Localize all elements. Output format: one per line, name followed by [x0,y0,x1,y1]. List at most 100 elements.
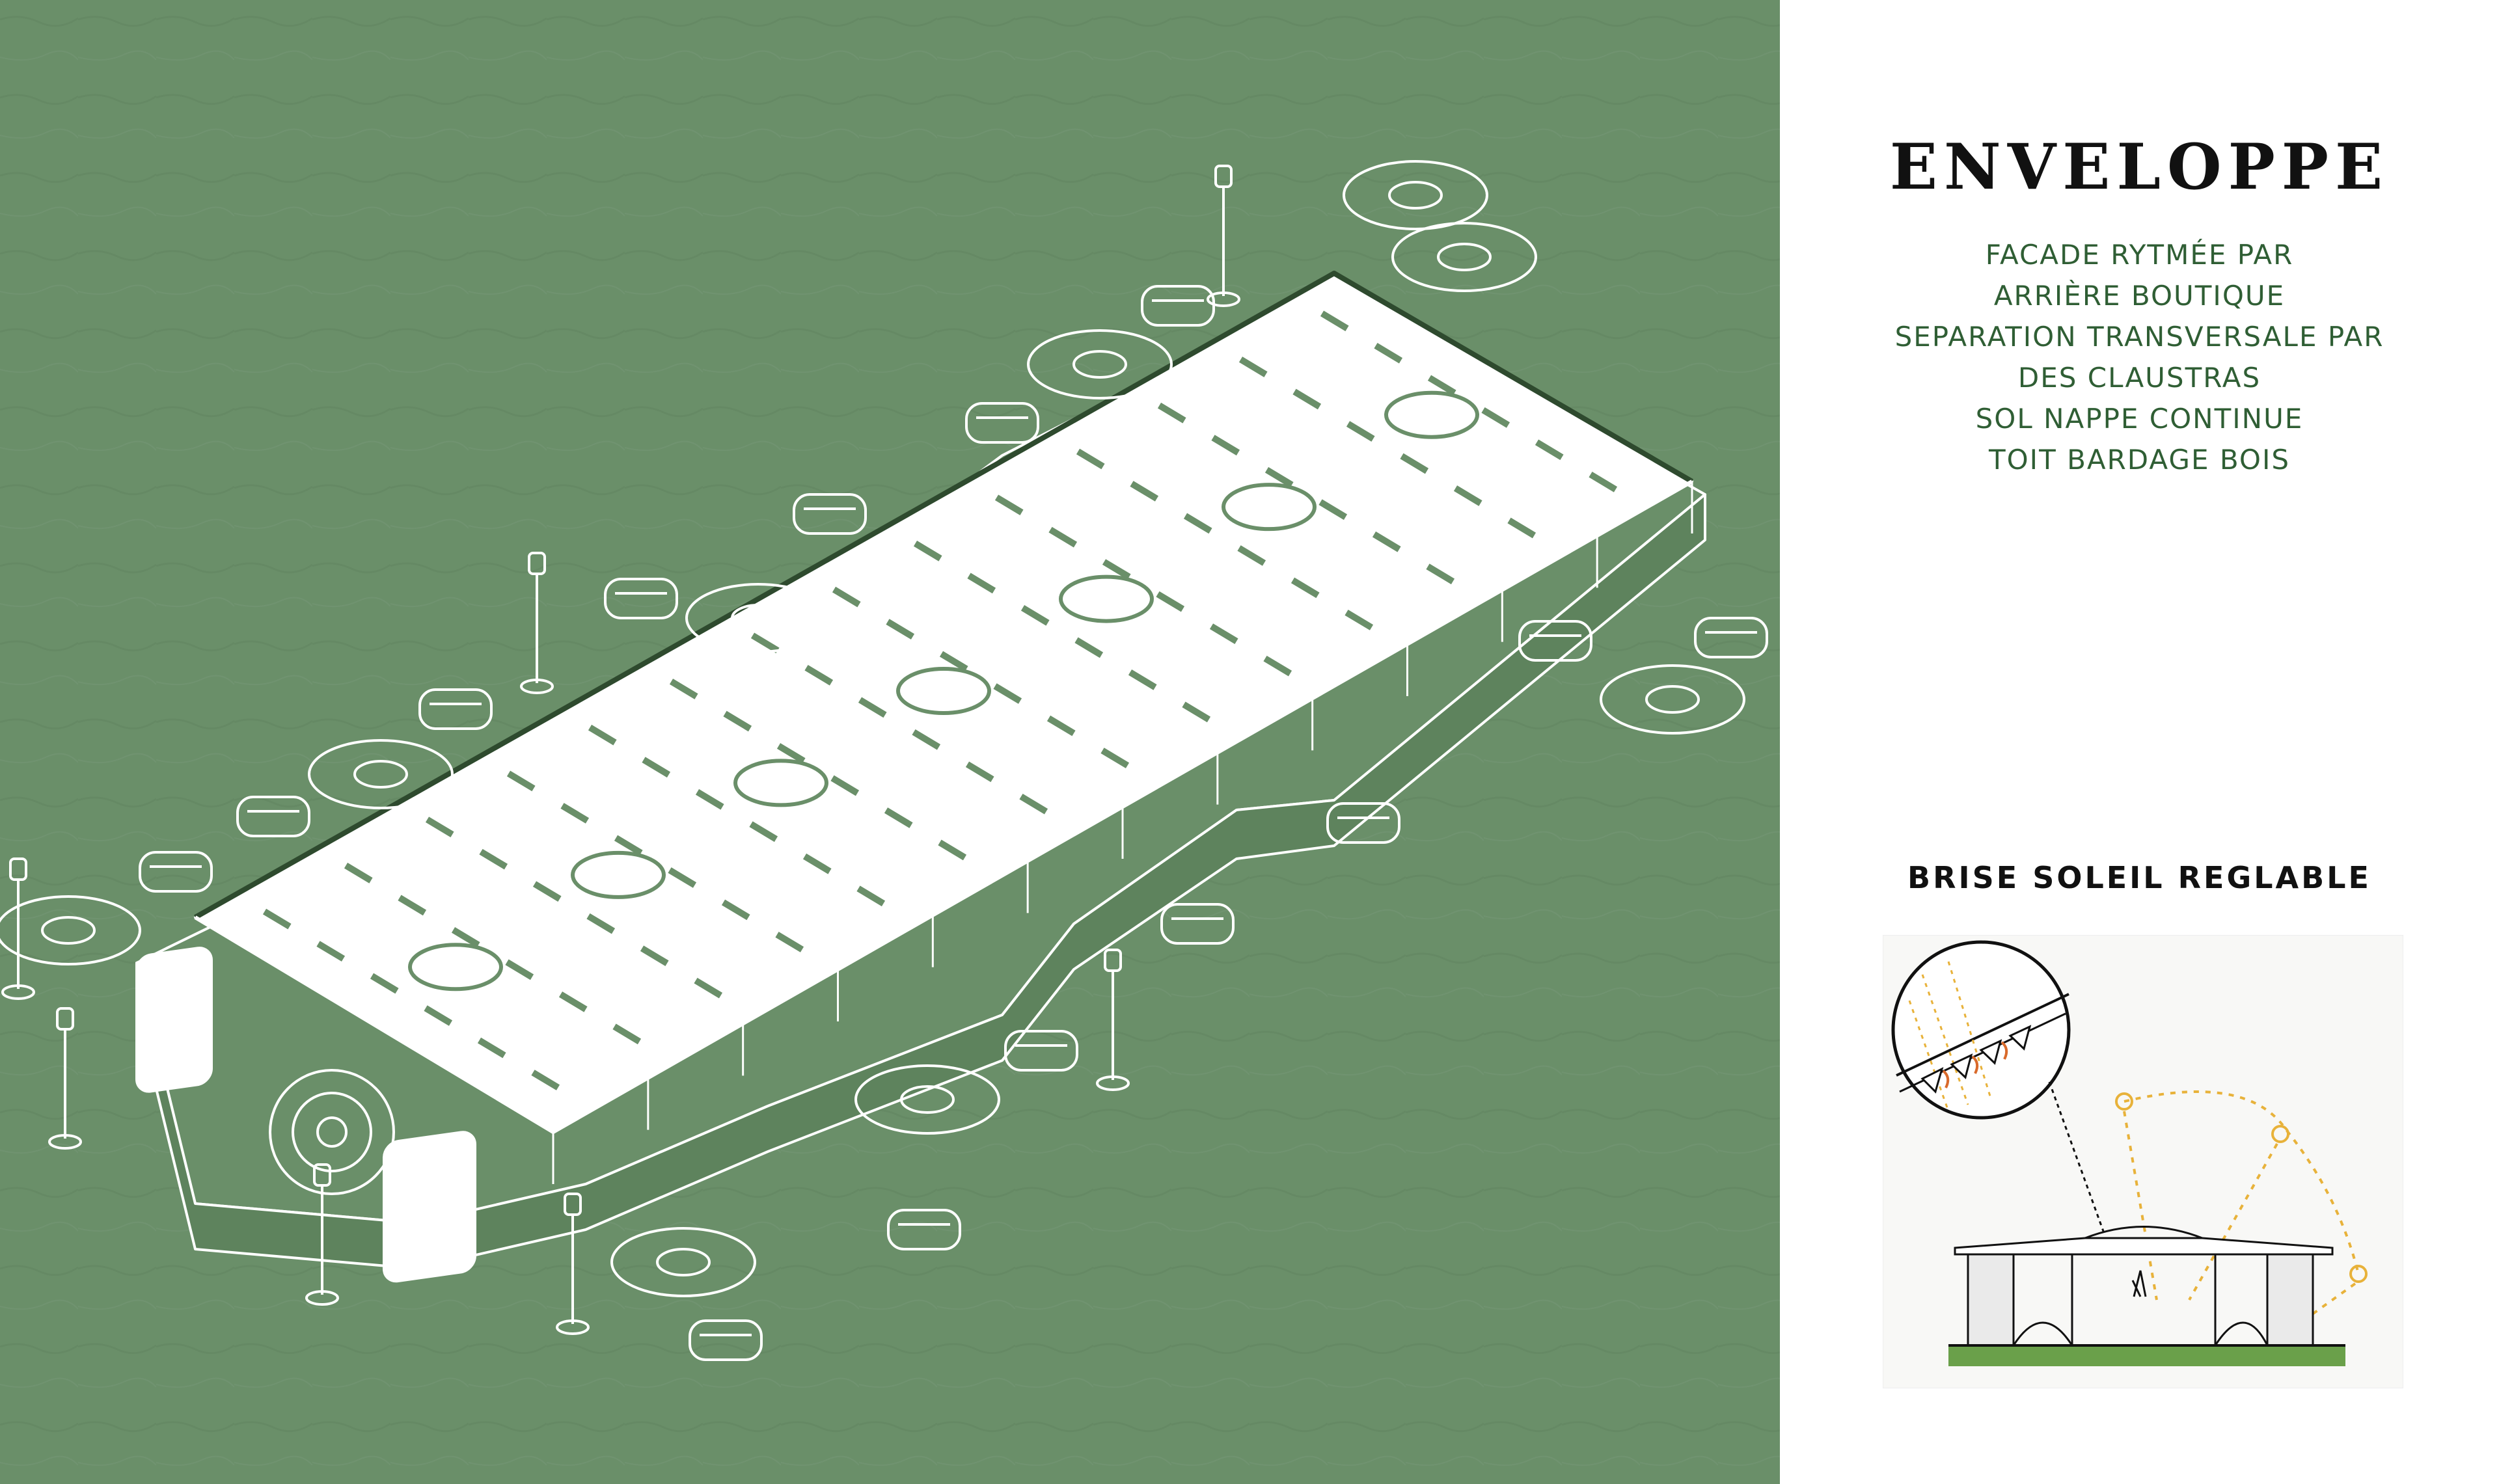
roof-groove [588,724,617,746]
roof-groove [776,743,806,764]
lamp-head [9,857,27,881]
planter-inner-ring [1388,181,1443,209]
bench [139,851,213,893]
roof-groove [1507,517,1536,539]
roof-groove [1157,402,1186,424]
roof-groove [344,863,373,884]
panel-title: ENVELOPPE [1889,130,2390,204]
roof-groove [749,821,778,843]
roof-groove [993,683,1022,704]
roof-groove [1076,448,1105,470]
roof-groove [1345,610,1374,630]
description-line: FACADE RYTMÉE PAR [1985,239,2294,271]
lamp-head [1214,165,1233,188]
round-planter [854,1064,1000,1135]
roof-groove [802,853,832,874]
lamp-head [564,1193,582,1216]
roof-groove [856,885,886,907]
roof-groove [1156,591,1185,612]
roof-groove [1292,388,1322,410]
bench [689,1319,763,1361]
bench [604,578,678,619]
roof-vault [1222,483,1317,532]
roof-groove [1128,669,1157,690]
roof-groove [775,932,804,952]
roof-groove [1535,439,1564,461]
roof-groove [939,651,968,672]
roof-groove [804,664,834,686]
roof-vault [408,943,503,992]
roof-groove [830,775,860,796]
roof-groove [560,803,590,824]
roof-groove [479,848,508,870]
axonometric-diagram-panel [0,0,1780,1484]
roof-groove [965,761,994,783]
roof-groove [858,697,887,718]
roof-groove [1102,559,1131,580]
lamp-base [520,679,554,694]
round-planter [610,1227,756,1297]
planter-inner-ring [731,604,785,632]
spiral-staircase [269,1069,395,1195]
round-planter [1600,664,1745,735]
roof-groove [912,729,941,750]
roof-vault [896,667,991,715]
roof-groove [558,992,588,1012]
description-line: TOIT BARDAGE BOIS [1988,444,2291,476]
sun-path [2115,1090,2368,1334]
roof-vault [1059,574,1154,623]
roof-groove [1481,407,1510,428]
roof-groove [1074,637,1104,658]
round-planter [1343,160,1488,230]
panel-description: FACADE RYTMÉE PAR ARRIÈRE BOUTIQUE SEPAR… [1780,234,2499,480]
planter-inner-ring [656,1248,711,1276]
roof-groove [1048,526,1078,548]
roof-groove [505,959,534,980]
gable-door-left [135,947,213,1093]
bench [1141,285,1215,327]
roof-groove [832,586,861,608]
planter-inner-ring [900,1085,955,1114]
sun-shade-sketch [1883,935,2403,1388]
bench [1694,617,1768,658]
roof-groove [477,1037,506,1059]
description-line: SOL NAPPE CONTINUE [1975,403,2304,435]
roof-groove [1237,545,1266,566]
roof-groove [1130,481,1159,502]
lamp-base [1207,291,1240,307]
roof-groove [1320,310,1349,332]
roof-groove [425,816,454,838]
roof-groove [1046,715,1076,736]
roof-groove [750,632,780,654]
bench [887,1209,961,1250]
description-line: ARRIÈRE BOUTIQUE [1993,280,2286,312]
roof-groove [642,757,671,778]
roof-groove [886,619,915,640]
roof-groove [612,1023,642,1045]
description-line: SEPARATION TRANSVERSALE PAR [1894,321,2384,353]
roof-groove [262,908,292,930]
round-planter [308,739,454,809]
roof-groove [1183,513,1212,534]
roof-groove [723,710,752,732]
roof-groove [370,973,399,994]
roof-groove [1100,748,1130,768]
planter-inner-ring [1437,243,1492,271]
bench [1004,1030,1078,1072]
lamp-base [1096,1075,1130,1091]
roof-groove [1209,623,1238,645]
roof-groove [1238,357,1268,377]
roof-groove [424,1005,453,1026]
round-planter [0,895,141,965]
planter-inner-ring [1645,685,1700,714]
roof-groove [316,941,346,962]
description-line: DES CLAUSTRAS [2017,362,2261,394]
planter-inner-ring [1072,350,1127,379]
roof-groove [1182,701,1211,723]
roof-groove [1453,485,1482,506]
roof-cladding-lines [262,310,1618,1090]
roof-groove [586,913,616,934]
roof-groove [1318,499,1348,520]
bench [1160,903,1235,945]
grass-strip [1948,1345,2345,1366]
